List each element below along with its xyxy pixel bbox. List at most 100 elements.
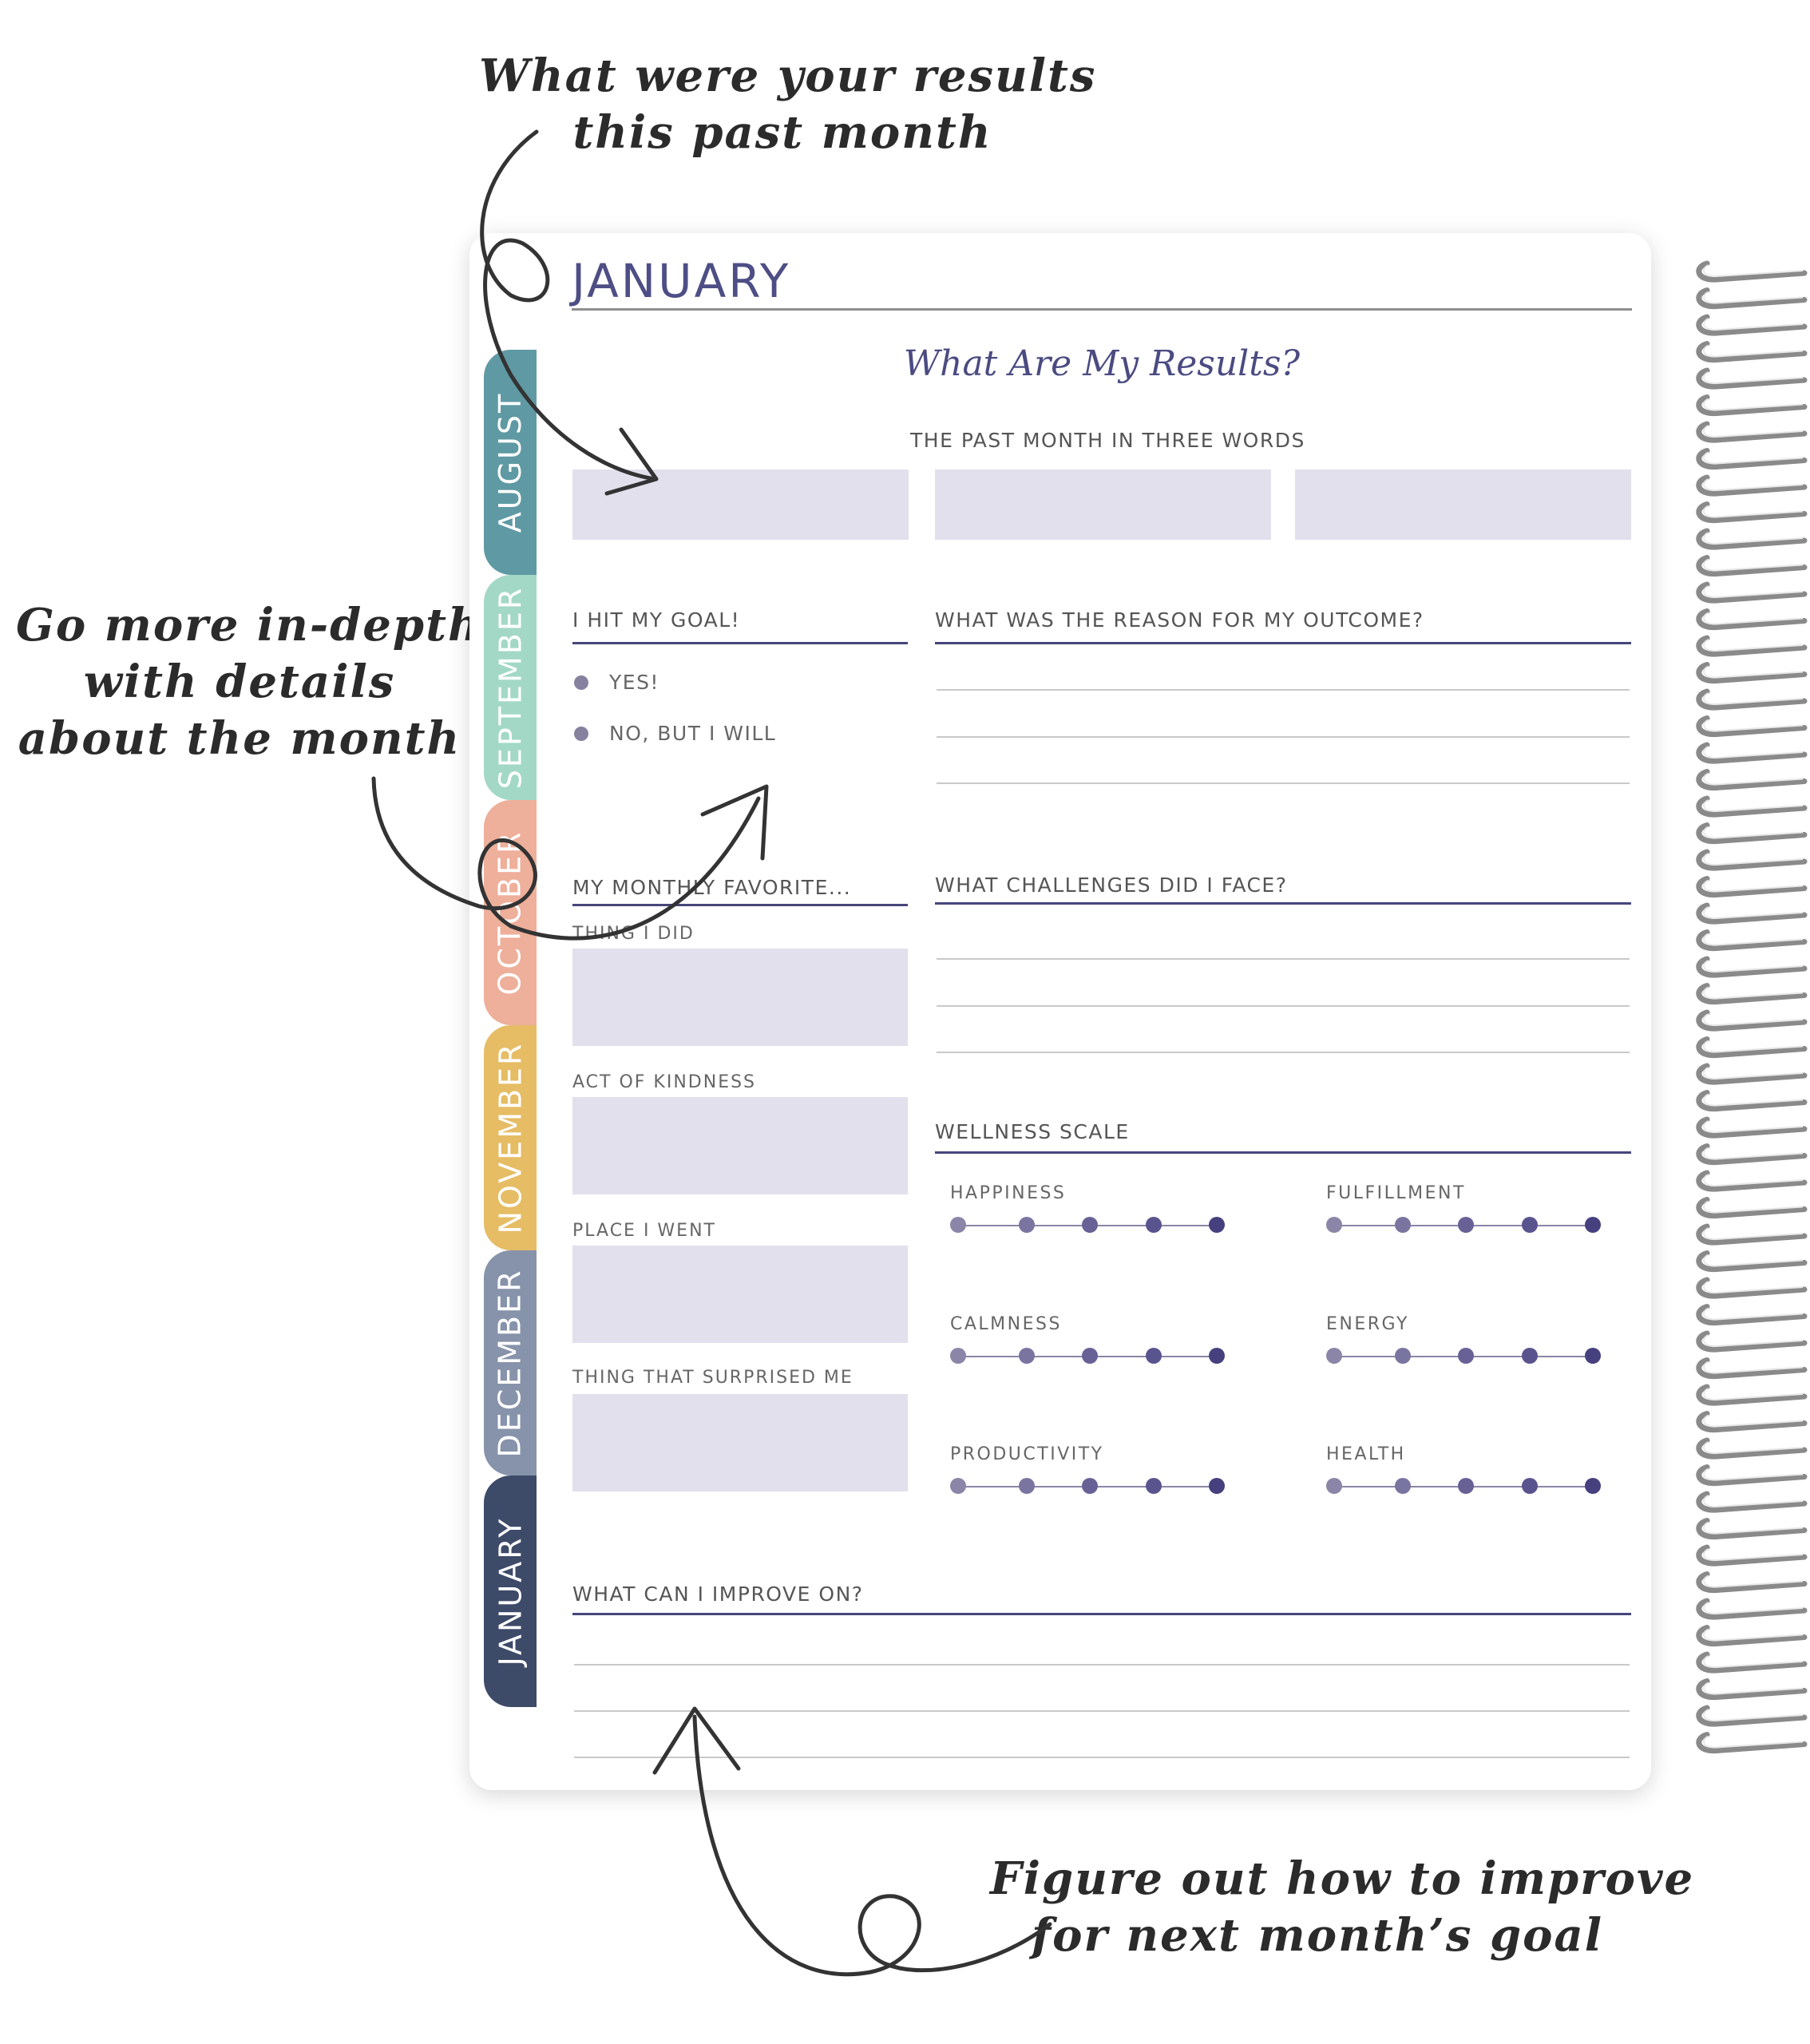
wellness-dot[interactable] [1019, 1478, 1035, 1494]
word-box-1[interactable] [572, 469, 909, 540]
spiral-highlight-icon [1703, 1361, 1804, 1374]
wellness-dot[interactable] [950, 1217, 966, 1233]
wellness-dot[interactable] [1019, 1348, 1035, 1364]
wellness-name: HEALTH [1326, 1444, 1406, 1464]
spiral-highlight-icon [1703, 692, 1804, 706]
spiral-highlight-icon [1703, 719, 1804, 732]
spiral-coil-icon [1696, 983, 1808, 1005]
favorite-kindness-box[interactable] [572, 1097, 908, 1194]
favorite-place-box[interactable] [572, 1246, 908, 1343]
wellness-dot[interactable] [1585, 1478, 1601, 1494]
spiral-coil-icon [1696, 742, 1808, 764]
section-subtitle: What Are My Results? [903, 343, 1301, 384]
reason-line[interactable] [937, 782, 1630, 784]
wellness-scale-calmness[interactable]: CALMNESS [950, 1314, 1225, 1378]
wellness-dot[interactable] [1585, 1217, 1601, 1233]
wellness-dot[interactable] [1146, 1478, 1162, 1494]
wellness-dot[interactable] [1458, 1217, 1474, 1233]
challenges-line[interactable] [937, 1052, 1630, 1053]
arrow-bottom-icon [692, 1714, 1052, 1977]
spiral-coil-icon [1696, 1732, 1808, 1754]
wellness-scale-health[interactable]: HEALTH [1326, 1444, 1601, 1508]
spiral-highlight-icon [1703, 1735, 1804, 1749]
wellness-dot[interactable] [1082, 1478, 1098, 1494]
wellness-dot[interactable] [1082, 1348, 1098, 1364]
spiral-highlight-icon [1703, 1334, 1804, 1348]
spiral-coil-icon [1696, 555, 1808, 577]
wellness-scale-energy[interactable]: ENERGY [1326, 1314, 1601, 1378]
improve-line[interactable] [574, 1757, 1630, 1758]
word-box-3[interactable] [1295, 469, 1631, 540]
wellness-dot[interactable] [1458, 1478, 1474, 1494]
wellness-dot[interactable] [1585, 1348, 1601, 1364]
annotation-bottom: Figure out how to improve for next month… [990, 1851, 1695, 1964]
wellness-scale-happiness[interactable]: HAPPINESS [950, 1183, 1225, 1247]
spiral-coil-icon [1696, 715, 1808, 738]
improve-line[interactable] [574, 1710, 1630, 1712]
wellness-dot[interactable] [950, 1478, 966, 1494]
wellness-dot[interactable] [1209, 1348, 1225, 1364]
wellness-dot[interactable] [1522, 1217, 1538, 1233]
annotation-left-line-1: Go more in-depth [16, 599, 482, 652]
spiral-coil-icon [1696, 956, 1808, 978]
wellness-dot[interactable] [1522, 1348, 1538, 1364]
word-box-2[interactable] [935, 469, 1271, 540]
wellness-dot[interactable] [1019, 1217, 1035, 1233]
wellness-dot[interactable] [1458, 1348, 1474, 1364]
tab-january[interactable]: JANUARY [484, 1476, 537, 1707]
wellness-dot[interactable] [1209, 1478, 1225, 1494]
annotation-top: What were your results this past month [479, 48, 1095, 161]
spiral-coil-icon [1696, 1678, 1808, 1701]
wellness-dot[interactable] [950, 1348, 966, 1364]
spiral-coil-icon [1696, 1518, 1808, 1540]
goal-label: I HIT MY GOAL! [572, 608, 741, 632]
improve-line[interactable] [574, 1664, 1630, 1666]
wellness-scale-productivity[interactable]: PRODUCTIVITY [950, 1444, 1225, 1508]
spiral-highlight-icon [1703, 1147, 1804, 1160]
spiral-coil-icon [1696, 314, 1808, 336]
wellness-dot[interactable] [1395, 1478, 1411, 1494]
reason-line[interactable] [937, 689, 1630, 691]
challenges-line[interactable] [937, 958, 1630, 960]
tab-september[interactable]: SEPTEMBER [484, 575, 537, 800]
improve-divider [572, 1613, 1631, 1615]
spiral-coil-icon [1696, 260, 1808, 283]
wellness-dot[interactable] [1146, 1217, 1162, 1233]
spiral-coil-icon [1696, 581, 1808, 604]
wellness-dot[interactable] [1395, 1217, 1411, 1233]
favorite-surprise-box[interactable] [572, 1394, 908, 1491]
wellness-dot[interactable] [1395, 1348, 1411, 1364]
reason-line[interactable] [937, 736, 1630, 738]
spiral-coil-icon [1696, 1009, 1808, 1032]
wellness-dot[interactable] [1146, 1348, 1162, 1364]
title-divider [572, 308, 1632, 311]
spiral-highlight-icon [1703, 1388, 1804, 1401]
spiral-highlight-icon [1703, 665, 1804, 679]
spiral-highlight-icon [1703, 1200, 1804, 1214]
challenges-divider [935, 902, 1631, 905]
wellness-dot[interactable] [1522, 1478, 1538, 1494]
favorite-thing-box[interactable] [572, 949, 908, 1046]
challenges-line[interactable] [937, 1005, 1630, 1007]
spiral-highlight-icon [1703, 772, 1804, 786]
spiral-coil-icon [1696, 1090, 1808, 1112]
spiral-highlight-icon [1703, 1013, 1804, 1027]
wellness-label: WELLNESS SCALE [935, 1120, 1130, 1143]
wellness-dot[interactable] [1209, 1217, 1225, 1233]
goal-no-bullet[interactable] [574, 727, 588, 741]
wellness-dot[interactable] [1326, 1217, 1342, 1233]
spiral-highlight-icon [1703, 746, 1804, 759]
spiral-highlight-icon [1703, 318, 1804, 331]
tab-august[interactable]: AUGUST [484, 350, 537, 575]
tab-november[interactable]: NOVEMBER [484, 1025, 537, 1250]
spiral-coil-icon [1696, 902, 1808, 925]
annotation-bottom-line-1: Figure out how to improve [990, 1852, 1695, 1905]
tab-december[interactable]: DECEMBER [484, 1250, 537, 1476]
goal-divider [572, 642, 908, 644]
wellness-scale-fulfillment[interactable]: FULFILLMENT [1326, 1183, 1601, 1247]
wellness-dot[interactable] [1082, 1217, 1098, 1233]
goal-yes-bullet[interactable] [574, 675, 588, 690]
wellness-dot[interactable] [1326, 1348, 1342, 1364]
wellness-dot[interactable] [1326, 1478, 1342, 1494]
spiral-coil-icon [1696, 1223, 1808, 1246]
